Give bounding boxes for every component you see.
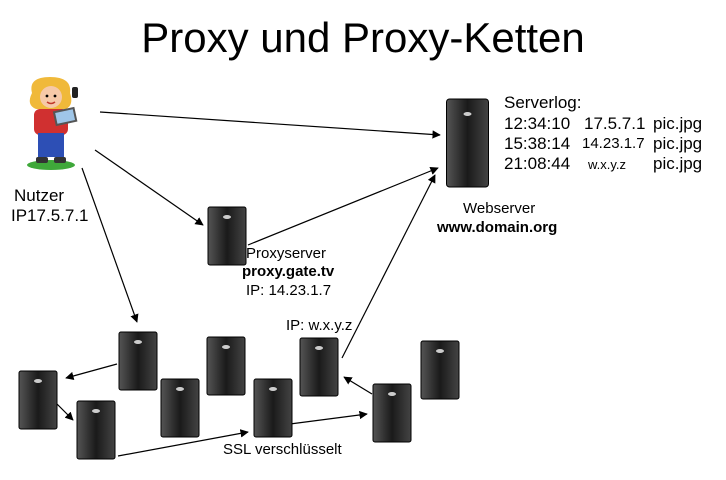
arrow-chain-4-to-5 [289, 410, 368, 425]
user-ip: IP17.5.7.1 [11, 206, 89, 225]
arrow-chain-3-to-4 [117, 429, 249, 457]
webserver-icon [446, 98, 489, 188]
webserver-label: Webserver [463, 200, 536, 217]
arrow-chain-2-to-3 [54, 401, 74, 421]
serverlog-heading: Serverlog: [504, 93, 582, 112]
log-ip-3: w.x.y.z [588, 157, 627, 172]
proxy-label: Proxyserver [246, 245, 327, 262]
proxy-server-icon [207, 206, 247, 266]
chain-server-icon [420, 340, 460, 400]
chain-server-icon [18, 370, 58, 430]
chain-server-icon [160, 378, 200, 438]
arrow-user-to-proxy [94, 149, 204, 226]
diagram-title: Proxy und Proxy-Ketten [141, 14, 585, 61]
log-file-2: pic.jpg [653, 134, 703, 153]
log-time-1: 12:34:10 [504, 114, 571, 133]
log-time-2: 15:38:14 [504, 134, 571, 153]
arrow-exit-to-webserver [341, 174, 436, 359]
webserver-domain: www.domain.org [437, 219, 558, 236]
arrow-user-to-chain [81, 167, 139, 323]
log-file-1: pic.jpg [653, 114, 703, 133]
ssl-label: SSL verschlüsselt [223, 441, 342, 458]
arrow-user-to-webserver [99, 111, 441, 139]
arrow-chain-1-to-2 [65, 363, 118, 381]
log-ip-2: 14.23.1.7 [582, 135, 645, 152]
user-label: Nutzer [14, 186, 65, 205]
arrow-proxy-to-webserver [247, 166, 439, 246]
log-file-3: pic.jpg [653, 154, 703, 173]
proxy-ip: IP: 14.23.1.7 [246, 282, 332, 299]
chain-server-icon [76, 400, 116, 460]
chain-server-icon [253, 378, 293, 438]
proxy-host: proxy.gate.tv [242, 263, 335, 280]
chain-server-icon [206, 336, 246, 396]
chain-server-icon [372, 383, 412, 443]
log-time-3: 21:08:44 [504, 154, 571, 173]
user-with-laptop-icon [27, 77, 78, 170]
log-ip-1: 17.5.7.1 [584, 114, 646, 133]
arrow-chain-5-to-exit [343, 376, 373, 395]
chain-server-icon [118, 331, 158, 391]
exit-server-ip: IP: w.x.y.z [286, 317, 353, 334]
exit-server-icon [299, 337, 339, 397]
